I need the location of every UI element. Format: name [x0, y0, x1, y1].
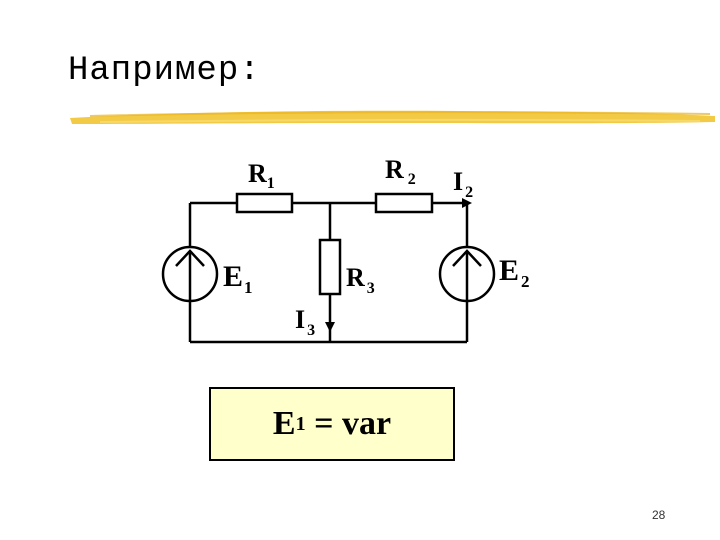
label-r1: R1 — [248, 159, 275, 192]
current-arrow-i3 — [325, 322, 335, 332]
title-underline-brushstroke — [70, 110, 715, 124]
formula-lhs: E — [272, 405, 296, 442]
page-number: 28 — [652, 508, 666, 522]
emf-source-e1 — [161, 245, 219, 303]
resistor-r3 — [318, 238, 342, 296]
formula-lhs-subscript: 1 — [295, 412, 306, 435]
resistor-r2 — [374, 192, 434, 214]
formula-rhs: = var — [305, 405, 392, 442]
slide-title: Например: — [68, 52, 261, 90]
resistor-r1 — [235, 192, 294, 214]
emf-source-e2 — [438, 245, 496, 303]
label-e1: E1 — [223, 260, 253, 297]
current-arrow-i2 — [462, 198, 472, 208]
circuit-wires — [188, 201, 469, 344]
